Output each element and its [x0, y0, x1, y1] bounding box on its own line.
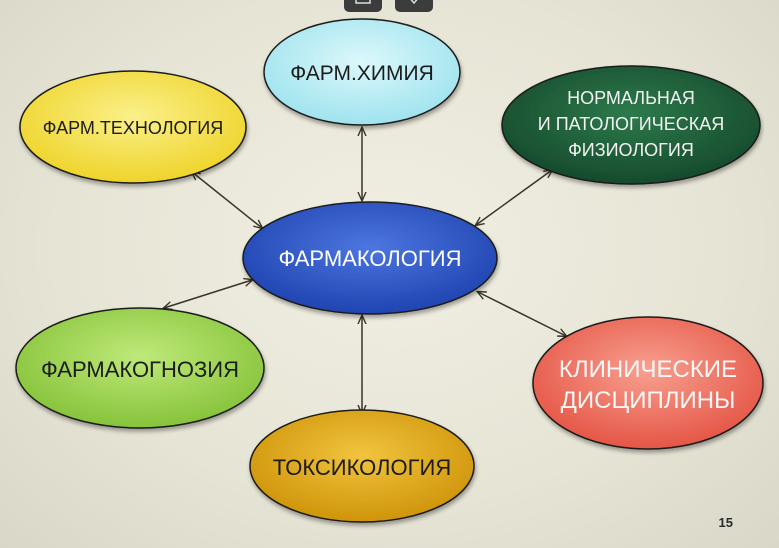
bookmark-button[interactable] [395, 0, 433, 12]
svg-text:КЛИНИЧЕСКИЕ: КЛИНИЧЕСКИЕ [559, 356, 737, 383]
connector-fiziologiya [476, 170, 552, 225]
node-farm-tekhnologiya: ФАРМ.ТЕХНОЛОГИЯ [19, 70, 247, 184]
share-icon [355, 0, 371, 4]
node-farmakologiya-center: ФАРМАКОЛОГИЯ [242, 201, 498, 315]
svg-text:НОРМАЛЬНАЯ: НОРМАЛЬНАЯ [567, 88, 695, 108]
svg-text:ТОКСИКОЛОГИЯ: ТОКСИКОЛОГИЯ [273, 455, 451, 480]
svg-text:ФАРМАКОГНОЗИЯ: ФАРМАКОГНОЗИЯ [41, 357, 239, 382]
svg-text:И ПАТОЛОГИЧЕСКАЯ: И ПАТОЛОГИЧЕСКАЯ [538, 114, 724, 134]
svg-text:ФИЗИОЛОГИЯ: ФИЗИОЛОГИЯ [568, 140, 694, 160]
node-farm-khimiya: ФАРМ.ХИМИЯ [263, 18, 461, 126]
svg-text:ДИСЦИПЛИНЫ: ДИСЦИПЛИНЫ [561, 387, 736, 414]
bookmark-icon [410, 0, 418, 4]
page-number: 15 [718, 515, 733, 530]
connector-klinicheskie [478, 292, 566, 336]
node-farmakognoziya: ФАРМАКОГНОЗИЯ [15, 307, 265, 429]
node-klinicheskie: КЛИНИЧЕСКИЕ ДИСЦИПЛИНЫ [532, 316, 764, 450]
node-fiziologiya: НОРМАЛЬНАЯ И ПАТОЛОГИЧЕСКАЯ ФИЗИОЛОГИЯ [501, 65, 761, 185]
node-toksikologiya: ТОКСИКОЛОГИЯ [249, 409, 475, 523]
connector-farm-tekhnologiya [192, 172, 262, 228]
svg-text:ФАРМАКОЛОГИЯ: ФАРМАКОЛОГИЯ [279, 246, 462, 271]
connector-farmakognoziya [164, 280, 252, 308]
share-button[interactable] [344, 0, 382, 12]
svg-text:ФАРМ.ХИМИЯ: ФАРМ.ХИМИЯ [290, 62, 433, 85]
svg-text:ФАРМ.ТЕХНОЛОГИЯ: ФАРМ.ТЕХНОЛОГИЯ [43, 118, 223, 138]
